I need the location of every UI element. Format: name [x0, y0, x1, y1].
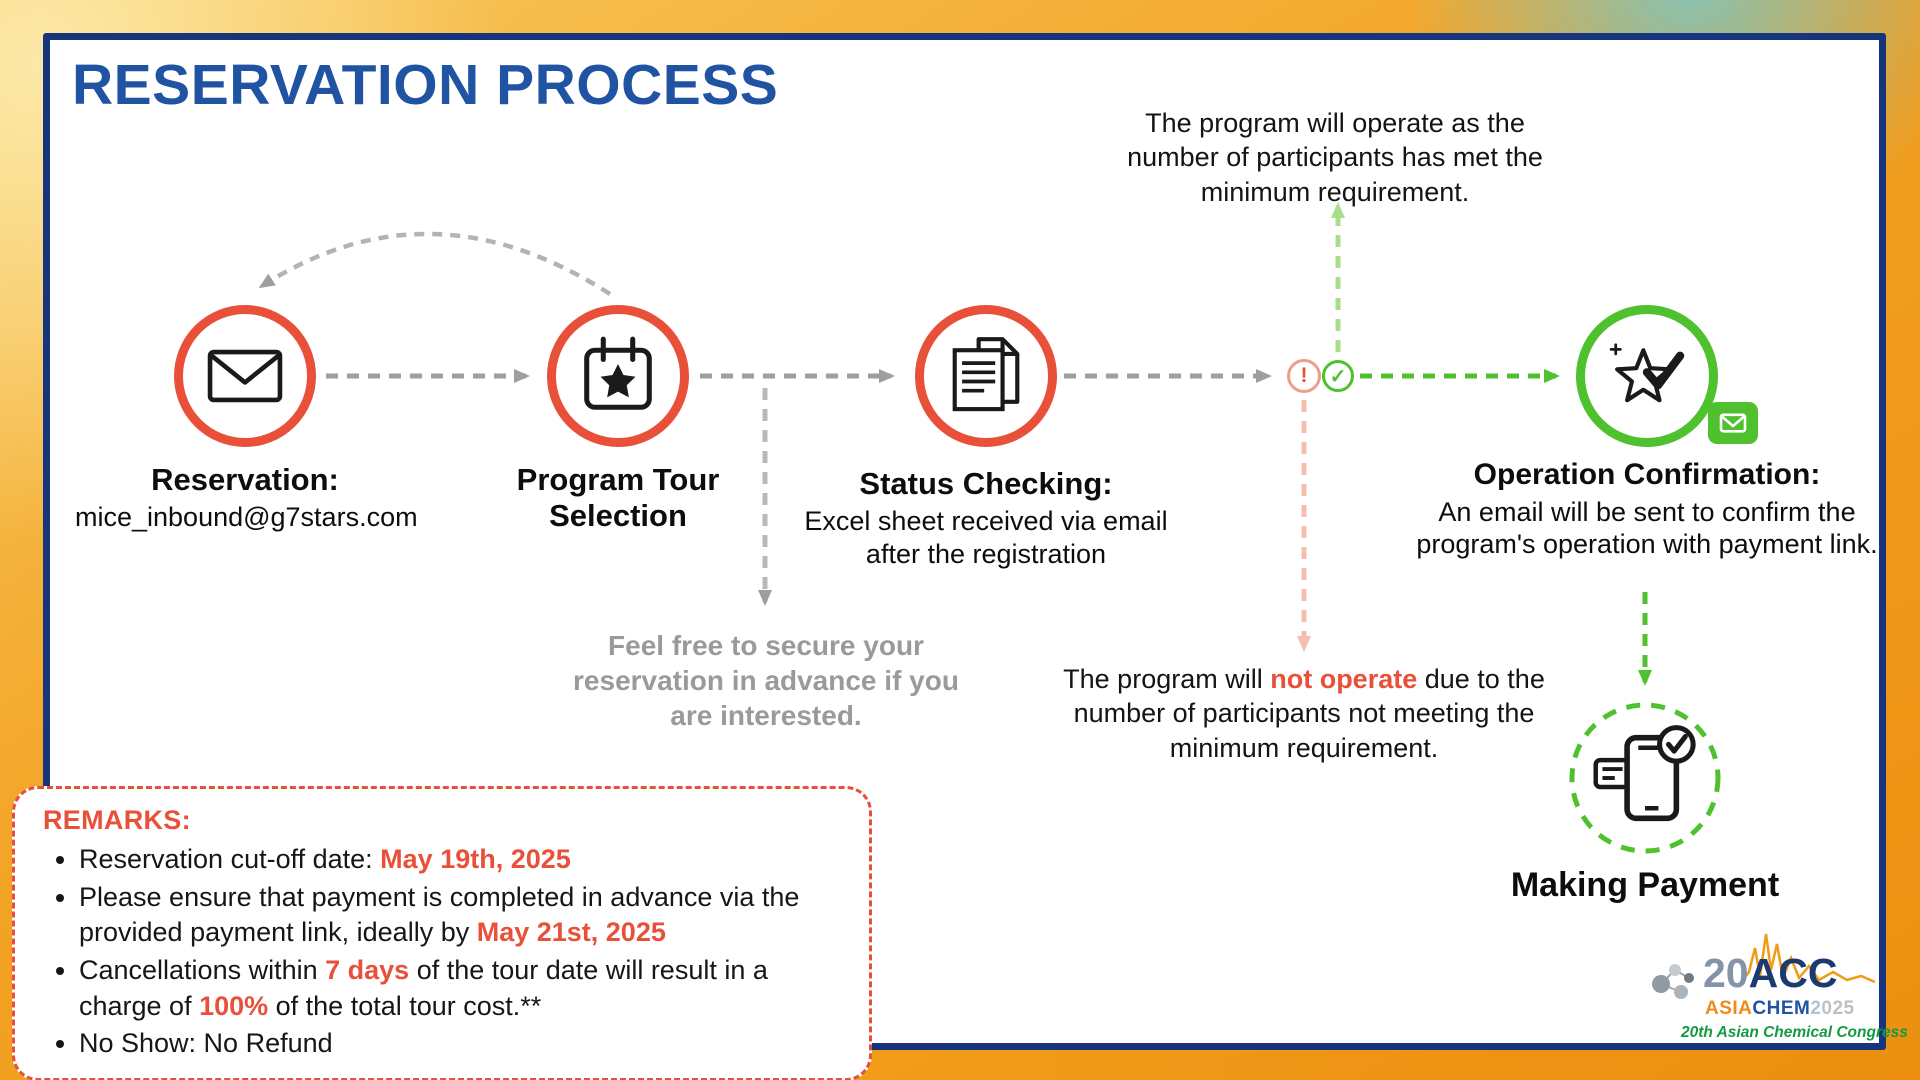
remarks-heading: REMARKS:: [43, 805, 191, 835]
star-check-icon: [1609, 343, 1685, 403]
check-glyph: ✓: [1329, 365, 1347, 388]
not-operate-bold: not operate: [1270, 664, 1418, 694]
email-badge-icon: [1719, 413, 1747, 433]
step-status-node: [915, 305, 1057, 447]
logo-asiachem: ASIACHEM2025: [1705, 998, 1855, 1020]
status-heading: Status Checking:: [859, 466, 1113, 501]
remarks-box: REMARKS: Reservation cut-off date: May 1…: [12, 786, 872, 1080]
remark-text: Cancellations within: [79, 954, 326, 985]
warning-glyph: !: [1300, 364, 1308, 387]
reservation-heading: Reservation:: [151, 462, 339, 497]
logo-acc: ACC: [1748, 950, 1838, 996]
step-program-node: [547, 305, 689, 447]
payment-label: Making Payment: [1510, 866, 1780, 904]
confirmation-heading: Operation Confirmation:: [1473, 458, 1821, 491]
remarks-item-1: Reservation cut-off date: May 19th, 2025: [79, 842, 841, 878]
step-confirmation-node: [1576, 305, 1718, 447]
remarks-item-3: Cancellations within 7 days of the tour …: [79, 953, 841, 1024]
molecule-icon: [1652, 964, 1694, 999]
remark-text: of the tour date will result in a charge…: [79, 954, 768, 1021]
mobile-payment-icon: [1593, 725, 1696, 822]
spectrum-graphic-icon: [1741, 933, 1875, 984]
check-circle-icon: ✓: [1322, 360, 1354, 392]
not-operate-pre: The program will: [1063, 664, 1271, 694]
remarks-item-4: No Show: No Refund: [79, 1026, 841, 1062]
remarks-list: Reservation cut-off date: May 19th, 2025…: [43, 842, 841, 1062]
remark-text: of the total tour cost.**: [268, 990, 542, 1021]
logo-year: 2025: [1810, 998, 1855, 1019]
remark-highlight: 100%: [199, 990, 269, 1021]
confirmation-body: An email will be sent to confirm the pro…: [1416, 496, 1878, 560]
remarks-item-2: Please ensure that payment is completed …: [79, 880, 841, 951]
program-heading-line1: Program Tour: [516, 462, 720, 497]
calendar-star-icon: [584, 336, 652, 410]
page-title: RESERVATION PROCESS: [72, 53, 779, 117]
operate-note: The program will operate as the number o…: [1127, 108, 1543, 207]
remark-highlight: 7 days: [325, 954, 410, 985]
not-operate-post: due to the number of participants not me…: [1073, 664, 1545, 763]
reservation-email: mice_inbound@g7stars.com: [75, 501, 418, 532]
logo-subtitle: 20th Asian Chemical Congress: [1681, 1024, 1908, 1041]
not-operate-note: The program will not operate due to the …: [1060, 662, 1548, 765]
warning-icon: !: [1287, 359, 1321, 393]
program-heading-line2: Selection: [549, 497, 687, 533]
step-payment-node: [1576, 709, 1714, 847]
document-icon: [952, 337, 1020, 412]
remark-highlight: May 21st, 2025: [476, 917, 666, 948]
remark-text: Reservation cut-off date:: [79, 844, 381, 874]
email-badge: [1708, 402, 1758, 444]
logo-chem: CHEM: [1752, 998, 1811, 1019]
logo-20: 20: [1703, 950, 1749, 996]
status-body: Excel sheet received via email after the…: [804, 505, 1168, 569]
program-label: Program Tour Selection: [448, 462, 788, 533]
remark-highlight: May 19th, 2025: [380, 844, 571, 874]
confirmation-label: Operation Confirmation: An email will be…: [1416, 458, 1878, 561]
reservation-label: Reservation: mice_inbound@g7stars.com: [75, 462, 418, 534]
step-reservation-node: [174, 305, 316, 447]
remark-text: No Show: No Refund: [79, 1028, 333, 1059]
congress-logo: 20ACC ASIACHEM2025 20th Asian Chemical C…: [1645, 928, 1908, 1050]
remark-text: Please ensure that payment is completed …: [79, 881, 800, 948]
advance-note: Feel free to secure your reservation in …: [573, 630, 959, 731]
logo-name: 20ACC: [1703, 950, 1837, 997]
logo-asia: ASIA: [1705, 998, 1753, 1019]
envelope-icon: [207, 349, 283, 403]
status-label: Status Checking: Excel sheet received vi…: [776, 466, 1196, 571]
